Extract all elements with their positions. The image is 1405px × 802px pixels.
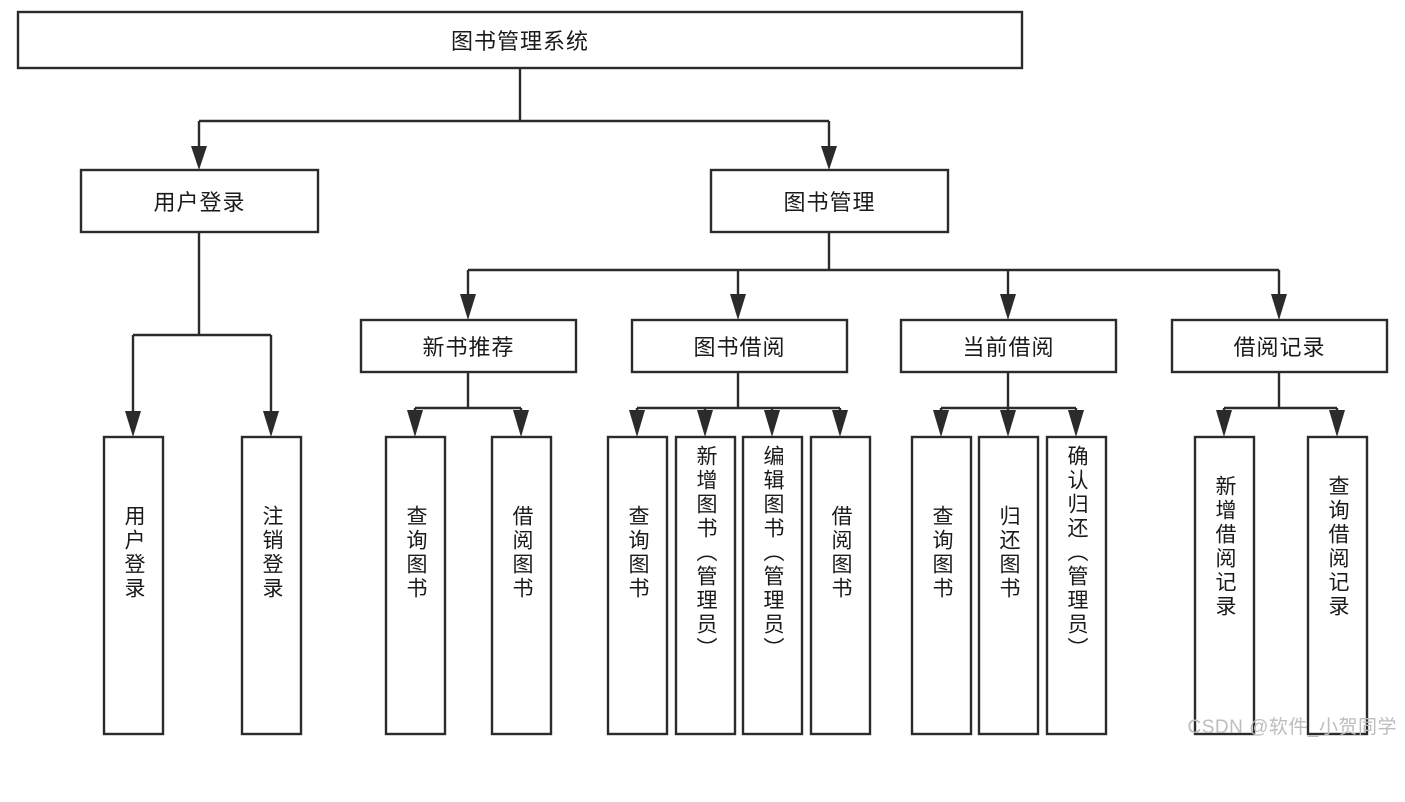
node-leaf-logout-login-box[interactable]: [240, 435, 303, 736]
arrowhead-to-book-management: [821, 146, 837, 170]
node-leaf-query-book-2-box[interactable]: [606, 435, 669, 736]
arrowhead-leaf-return-book: [1000, 410, 1016, 437]
arrowhead-leaf-query-book-1: [407, 410, 423, 437]
arrowhead-leaf-add-borrow-record: [1216, 410, 1232, 437]
flowchart-diagram: 图书管理系统 用户登录 图书管理 新书推荐 图书借阅 当前借阅 借阅记录 用户登…: [16, 10, 1397, 738]
node-leaf-borrow-book-1-box[interactable]: [490, 435, 553, 736]
arrowhead-leaf-borrow-book-1: [513, 410, 529, 437]
node-borrow-record-box[interactable]: [1170, 318, 1389, 374]
arrowhead-book-borrow: [730, 294, 746, 320]
node-user-login-box[interactable]: [79, 168, 320, 234]
node-leaf-borrow-book-2-box[interactable]: [809, 435, 872, 736]
arrowhead-leaf-user-login: [125, 411, 141, 437]
arrowhead-borrow-record: [1271, 294, 1287, 320]
arrowhead-leaf-add-book-admin: [697, 410, 713, 437]
node-root-box[interactable]: [16, 10, 1024, 70]
flowchart-svg: [16, 10, 1389, 736]
arrowhead-to-user-login: [191, 146, 207, 170]
node-current-borrow-box[interactable]: [899, 318, 1118, 374]
node-leaf-return-book-box[interactable]: [977, 435, 1040, 736]
node-leaf-add-book-admin-box[interactable]: [674, 435, 737, 736]
node-leaf-query-book-1-box[interactable]: [384, 435, 447, 736]
arrowhead-leaf-query-book-3: [933, 410, 949, 437]
node-new-book-recommend-box[interactable]: [359, 318, 578, 374]
arrowhead-current-borrow: [1000, 294, 1016, 320]
node-leaf-edit-book-admin-box[interactable]: [741, 435, 804, 736]
node-leaf-add-borrow-record-box[interactable]: [1193, 435, 1256, 736]
node-leaf-query-book-3-box[interactable]: [910, 435, 973, 736]
node-book-borrow-box[interactable]: [630, 318, 849, 374]
arrowhead-leaf-edit-book-admin: [764, 410, 780, 437]
arrowhead-new-book-recommend: [460, 294, 476, 320]
arrowhead-leaf-query-borrow-record: [1329, 410, 1345, 437]
arrowhead-leaf-confirm-return-admin: [1068, 410, 1084, 437]
node-leaf-user-login-box[interactable]: [102, 435, 165, 736]
arrowhead-leaf-query-book-2: [629, 410, 645, 437]
node-leaf-confirm-return-admin-box[interactable]: [1045, 435, 1108, 736]
node-book-management-box[interactable]: [709, 168, 950, 234]
node-leaf-query-borrow-record-box[interactable]: [1306, 435, 1369, 736]
arrowhead-leaf-logout-login: [263, 411, 279, 437]
arrowhead-leaf-borrow-book-2: [832, 410, 848, 437]
